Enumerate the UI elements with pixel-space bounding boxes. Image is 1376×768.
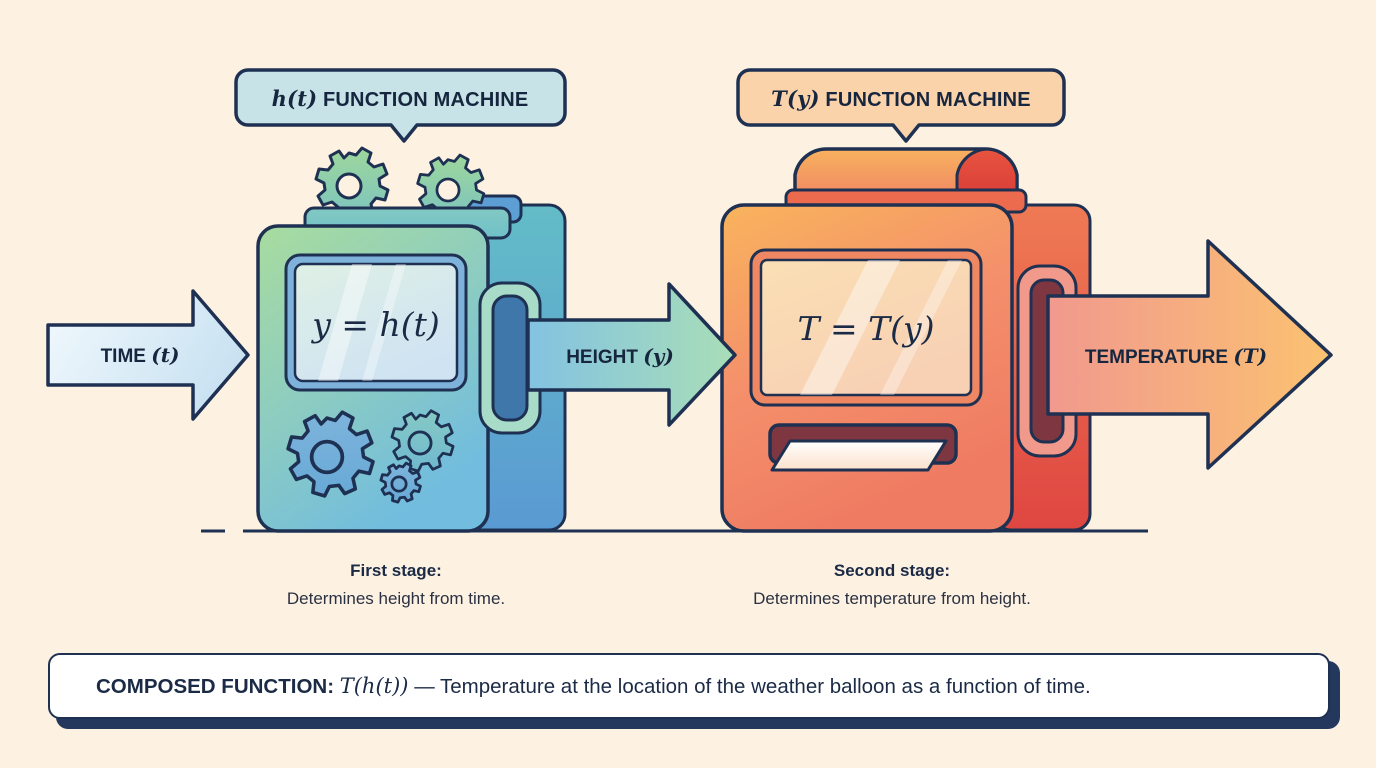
second-stage-caption: Second stage: Determines temperature fro… xyxy=(753,561,1031,608)
second-stage-text: Determines temperature from height. xyxy=(753,589,1031,608)
T-machine-screen-glare xyxy=(800,260,962,395)
h-function-machine[interactable]: y = h(t) xyxy=(256,146,567,533)
composed-function-banner: COMPOSED FUNCTION: T(h(t)) — Temperature… xyxy=(48,653,1330,719)
composed-function-text: COMPOSED FUNCTION: T(h(t)) — Temperature… xyxy=(96,674,1091,699)
first-stage-text: Determines height from time. xyxy=(287,589,505,608)
T-machine-formula: T = T(y) xyxy=(797,309,934,348)
h-machine-screen-glare xyxy=(318,264,406,381)
T-machine-title-badge[interactable]: T(y) FUNCTION MACHINE xyxy=(736,68,1066,143)
h-machine-title-text: h(t) FUNCTION MACHINE xyxy=(272,86,529,111)
banner-rest: — Temperature at the location of the wea… xyxy=(414,674,1091,698)
h-machine-formula: y = h(t) xyxy=(310,305,440,344)
input-arrow-label: TIME (t) xyxy=(101,343,180,367)
T-machine-screen xyxy=(759,258,973,397)
h-machine-title-badge[interactable]: h(t) FUNCTION MACHINE xyxy=(234,68,567,143)
T-function-machine[interactable]: T = T(y) xyxy=(720,147,1092,533)
middle-arrow-label: HEIGHT (y) xyxy=(566,344,674,368)
T-machine-title-text: T(y) FUNCTION MACHINE xyxy=(771,86,1031,111)
middle-arrow: HEIGHT (y) xyxy=(526,282,737,427)
output-arrow-label: TEMPERATURE (T) xyxy=(1085,344,1267,368)
second-stage-title: Second stage: xyxy=(834,561,950,580)
output-arrow: TEMPERATURE (T) xyxy=(1046,239,1333,470)
T-machine-paper-slot xyxy=(768,423,958,472)
h-machine-screen xyxy=(293,262,459,383)
h-machine-bottom-gears xyxy=(286,409,455,504)
banner-math: T(h(t)) xyxy=(339,673,409,698)
T-machine-dome xyxy=(784,147,1028,214)
input-arrow: TIME (t) xyxy=(46,289,250,421)
first-stage-caption: First stage: Determines height from time… xyxy=(287,561,505,608)
banner-lead: COMPOSED FUNCTION: xyxy=(96,674,335,698)
first-stage-title: First stage: xyxy=(350,561,442,580)
